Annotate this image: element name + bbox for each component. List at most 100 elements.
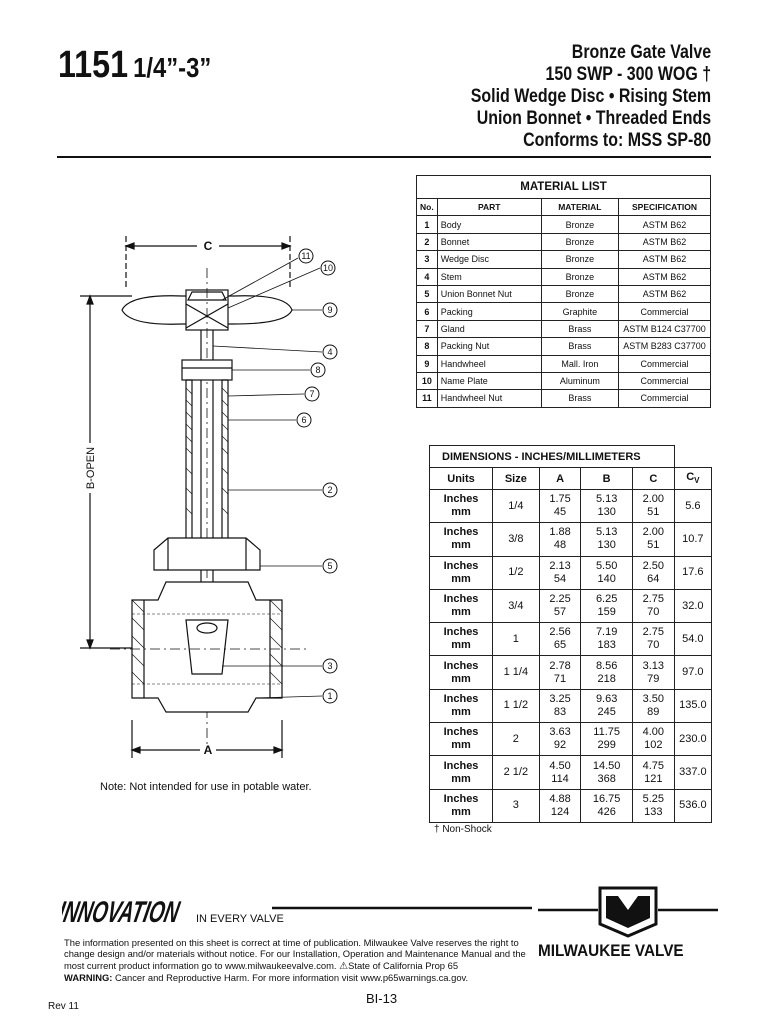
material-spec: Commercial	[618, 389, 711, 408]
material-material: Brass	[540, 319, 620, 339]
milwaukee-valve-logo	[538, 886, 718, 938]
material-material: Brass	[540, 389, 620, 408]
material-material: Bronze	[540, 215, 620, 234]
warning-triangle-icon: ⚠	[339, 960, 349, 972]
brand-name: MILWAUKEE VALVE	[538, 941, 684, 960]
dim-cv: 230.0	[673, 722, 713, 757]
valve-cross-section-drawing: C B-OPEN	[80, 236, 338, 758]
material-spec: Commercial	[618, 302, 711, 321]
material-part: Handwheel	[436, 354, 542, 373]
col-header: MATERIAL	[540, 197, 620, 217]
material-material: Bronze	[540, 232, 620, 252]
material-part: Union Bonnet Nut	[436, 284, 542, 304]
callout-8: 8	[315, 365, 320, 375]
material-material: Brass	[540, 337, 620, 356]
material-spec: ASTM B62	[618, 284, 711, 304]
title-line: Solid Wedge Disc • Rising Stem	[470, 86, 711, 107]
title-line: Union Bonnet • Threaded Ends	[476, 108, 711, 129]
disclaimer-main: The information presented on this sheet …	[64, 937, 526, 971]
material-spec: ASTM B62	[618, 215, 711, 234]
material-no: 4	[416, 267, 438, 286]
material-spec: ASTM B62	[618, 250, 711, 269]
dimensions-title-spacer	[674, 445, 712, 468]
col-header: Size	[492, 467, 540, 490]
material-no: 9	[416, 354, 438, 373]
dim-cv: 97.0	[673, 655, 713, 690]
warning-label: WARNING:	[64, 971, 113, 983]
material-material: Mall. Iron	[540, 354, 620, 373]
dim-cv: 536.0	[673, 788, 713, 823]
callout-11: 11	[301, 251, 310, 261]
logo-word: INNOVATION	[62, 896, 183, 929]
dimensions-title: DIMENSIONS - INCHES/MILLIMETERS	[429, 445, 675, 468]
title-line: 150 SWP - 300 WOG †	[545, 64, 711, 85]
material-list-table: MATERIAL LIST No. PART MATERIAL SPECIFIC…	[416, 175, 711, 408]
dim-size: 1 1/2	[492, 688, 540, 724]
col-header: PART	[436, 197, 542, 217]
dim-cv: 135.0	[673, 688, 713, 724]
dim-a-label: A	[204, 743, 213, 757]
callout-6: 6	[301, 415, 306, 425]
prop65-label: State of California Prop 65	[348, 959, 459, 971]
dim-cv: 5.6	[673, 488, 713, 524]
page-number: BI-13	[366, 991, 398, 1006]
material-part: Packing	[436, 302, 542, 321]
dim-cv: 337.0	[673, 755, 713, 790]
col-header: A	[538, 467, 582, 490]
material-part: Packing Nut	[436, 337, 542, 356]
potable-water-note: Note: Not intended for use in potable wa…	[100, 781, 312, 793]
material-part: Wedge Disc	[436, 250, 542, 269]
callout-3: 3	[327, 661, 332, 671]
material-no: 2	[416, 232, 438, 252]
material-no: 6	[416, 302, 438, 321]
dim-size: 3	[492, 788, 540, 823]
material-part: Name Plate	[436, 371, 542, 391]
material-no: 5	[416, 284, 438, 304]
logo-tagline: IN EVERY VALVE	[196, 913, 284, 925]
material-no: 1	[416, 215, 438, 234]
material-no: 3	[416, 250, 438, 269]
callout-1: 1	[327, 691, 332, 701]
callout-9: 9	[327, 305, 332, 315]
dim-cv: 10.7	[673, 522, 713, 557]
dim-size: 2	[492, 722, 540, 757]
dim-b-open-label: B-OPEN	[85, 447, 97, 489]
material-spec: Commercial	[618, 354, 711, 373]
callout-5: 5	[327, 561, 332, 571]
material-part: Stem	[436, 267, 542, 286]
material-material: Bronze	[540, 250, 620, 269]
